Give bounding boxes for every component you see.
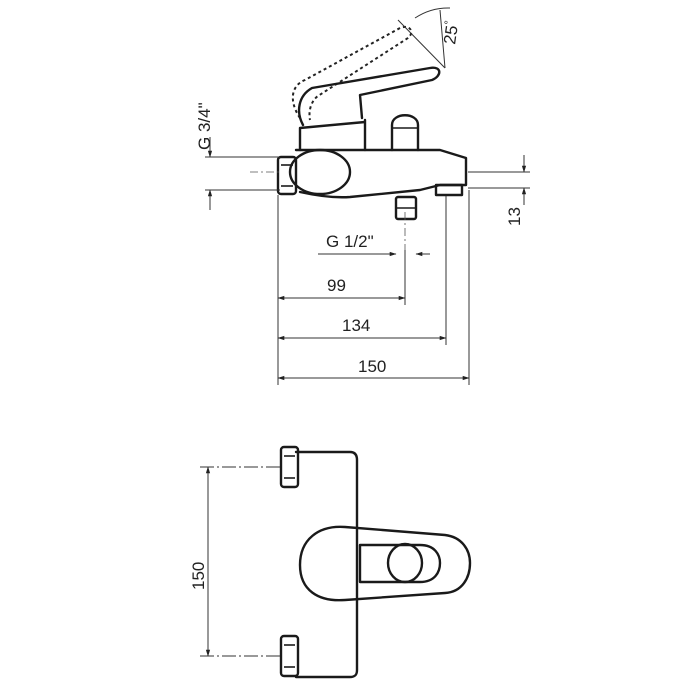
overall-length-label: 150 — [358, 357, 386, 376]
inlet-nut — [276, 155, 298, 196]
diverter-knob-top — [386, 542, 424, 584]
diverter-knob — [390, 114, 420, 152]
outlet-thread-label: G 1/2" — [326, 232, 374, 251]
top-view: 150 — [189, 445, 472, 679]
raised-lever-outline — [291, 26, 413, 121]
lever-base — [298, 118, 367, 152]
top-lever-inset — [358, 543, 442, 584]
side-view: 25° G 3/4" 13 G 1/2" 99 134 150 — [195, 7, 530, 385]
top-nut-lower — [279, 634, 300, 678]
spout-offset-label: 13 — [505, 207, 524, 226]
lever-handle — [297, 66, 441, 127]
spout-outlet — [434, 183, 464, 197]
diverter-distance-label: 99 — [327, 276, 346, 295]
body-end-cap — [288, 148, 352, 196]
inlet-thread-label: G 3/4" — [195, 102, 214, 150]
top-length-label: 150 — [189, 562, 208, 590]
mixer-body — [294, 148, 468, 199]
spout-distance-label: 134 — [342, 316, 370, 335]
angle-label: 25° — [440, 20, 462, 46]
top-nut-upper — [279, 445, 300, 489]
top-body — [294, 450, 359, 679]
top-lever — [298, 525, 472, 602]
